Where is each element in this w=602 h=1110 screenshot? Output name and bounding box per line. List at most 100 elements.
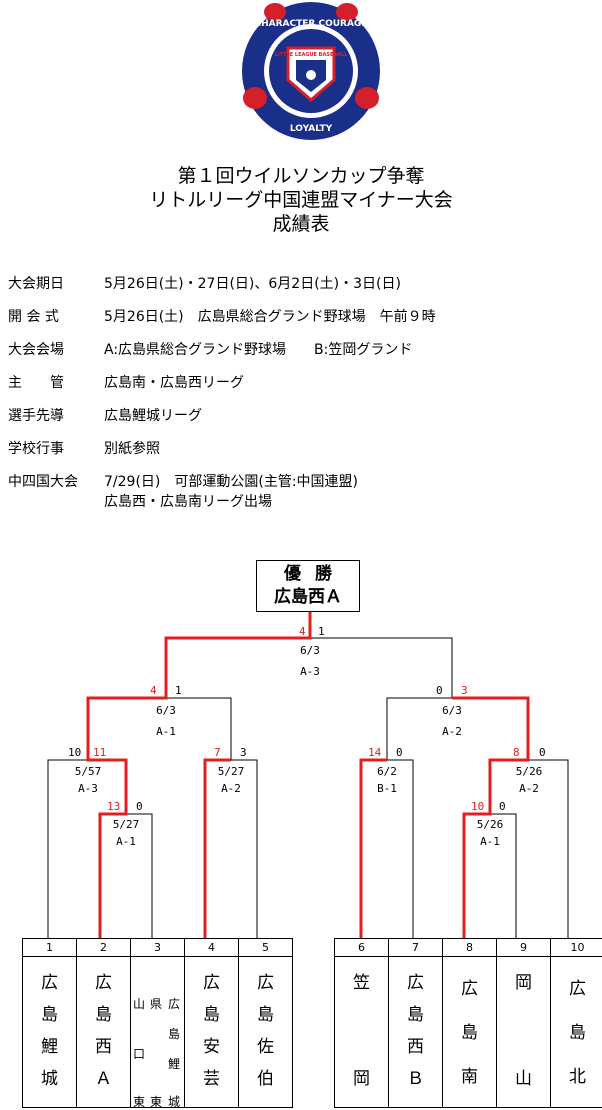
venue-q3: B-1 (377, 782, 397, 795)
title-line-3: 成績表 (272, 213, 330, 235)
team-name-char: 岡 (353, 1069, 370, 1089)
team-name-char: 島 (95, 1005, 112, 1025)
team-number: 7 (388, 938, 443, 957)
info-label: 大会期日 (8, 276, 64, 292)
winner-box: 優勝 広島西Ａ (256, 560, 360, 612)
team-name-char: 東 (150, 1095, 163, 1109)
score-q3-right: 0 (396, 746, 403, 759)
team-name-char: Ａ (95, 1069, 112, 1089)
team-table-right: 6 7 8 9 10 笠 岡 広 島 西 Ｂ 広 島 南 岡 山 (334, 938, 602, 1108)
score-semi2-right: 3 (461, 684, 468, 697)
score-q3-left: 14 (368, 746, 382, 759)
logo-top-text: CHARACTER COURAGE (255, 19, 368, 29)
info-value: 広島南・広島西リーグ (104, 375, 244, 391)
date-r1: 5/27 (113, 818, 140, 831)
score-q4-right: 0 (539, 746, 546, 759)
team-name-char: 笠 (353, 973, 370, 993)
team-table-left: 1 2 3 4 5 広 島 鯉 城 広 島 西 Ａ 山 県 広 口 島 鯉 東 … (22, 938, 293, 1109)
venue-q4: A-2 (519, 782, 539, 795)
team-number: 3 (130, 938, 185, 957)
team-name-char: 島 (41, 1005, 58, 1025)
team-cell: 山 県 広 口 島 鯉 東 東 城 (130, 956, 185, 1109)
title-line-1: 第１回ウイルソンカップ争奪 (177, 165, 425, 187)
score-q2-right: 3 (240, 746, 247, 759)
winner-label: 優勝 (284, 564, 346, 584)
score-final-left: 4 (299, 625, 306, 638)
team-number: 2 (76, 938, 131, 957)
team-name-char: 鯉 (41, 1037, 58, 1057)
info-value: 広島西・広島南リーグ出場 (104, 494, 272, 510)
score-r2-right: 0 (499, 800, 506, 813)
date-q1: 5/57 (75, 765, 102, 778)
team-number: 8 (442, 938, 497, 957)
team-name-char: 広 (407, 973, 424, 993)
team-name-char: 城 (41, 1069, 58, 1089)
info-value: 別紙参照 (104, 441, 160, 457)
score-r1-right: 0 (136, 800, 143, 813)
team-name-char: 島 (569, 1023, 586, 1043)
team-number: 1 (22, 938, 77, 957)
team-name-char: 島 (168, 1027, 181, 1041)
score-q2-left: 7 (214, 746, 221, 759)
venue-q2: A-2 (221, 782, 241, 795)
team-cell: 岡 山 (496, 956, 551, 1108)
team-name-char (497, 1031, 550, 1063)
team-name-char: 岡 (515, 973, 532, 993)
date-r2: 5/26 (477, 818, 504, 831)
logo-inner-text: LITTLE LEAGUE BASEBALL (275, 52, 349, 58)
info-row: 開 会 式 5月26日(土) 広島県総合グランド野球場 午前９時 (8, 307, 598, 327)
team-name-char: 伯 (257, 1069, 274, 1089)
team-name-char: 西 (95, 1037, 112, 1057)
info-row: 学校行事 別紙参照 (8, 439, 598, 459)
info-value: 広島鯉城リーグ (104, 408, 202, 424)
info-row: 広島西・広島南リーグ出場 (8, 492, 598, 512)
team-name-char: 島 (257, 1005, 274, 1025)
team-name-char: 広 (41, 973, 58, 993)
venue-final: A-3 (300, 665, 320, 678)
team-name-char (335, 1031, 388, 1063)
team-name-char: 佐 (257, 1037, 274, 1057)
team-cell: 広 島 鯉 城 (22, 956, 77, 1108)
team-name-char: 東 (133, 1095, 146, 1109)
team-name-char: Ｂ (407, 1069, 424, 1089)
team-name-char: 安 (203, 1037, 220, 1057)
score-semi2-left: 0 (436, 684, 443, 697)
team-name-char: 広 (168, 997, 181, 1011)
score-r1-left: 13 (107, 800, 120, 813)
info-label: 大会会場 (8, 342, 64, 358)
team-cell: 広 島 安 芸 (184, 956, 239, 1108)
team-name-char: 北 (569, 1067, 586, 1087)
info-row: 選手先導 広島鯉城リーグ (8, 406, 598, 426)
team-name-char: 芸 (203, 1069, 220, 1089)
team-name-char (335, 999, 388, 1031)
info-value: 5月26日(土) 広島県総合グランド野球場 午前９時 (104, 309, 436, 325)
logo-bottom-text: LOYALTY (290, 124, 333, 134)
info-row: 大会会場 A:広島県総合グランド野球場 B:笠岡グランド (8, 340, 598, 360)
info-value: 7/29(日) 可部運動公園(主管:中国連盟) (104, 474, 359, 490)
score-q4-left: 8 (513, 746, 520, 759)
score-q1-right: 11 (93, 746, 106, 759)
team-name-char: 広 (461, 979, 478, 999)
team-cell: 広 島 西 Ａ (76, 956, 131, 1108)
venue-r1: A-1 (116, 835, 136, 848)
date-q4: 5/26 (516, 765, 543, 778)
venue-r2: A-1 (480, 835, 500, 848)
score-r2-left: 10 (471, 800, 484, 813)
venue-q1: A-3 (78, 782, 98, 795)
team-name-char: 山 (515, 1069, 532, 1089)
date-semi2: 6/3 (442, 704, 462, 717)
team-cell: 広 島 佐 伯 (238, 956, 293, 1108)
info-value: 5月26日(土)・27日(日)、6月2日(土)・3日(日) (104, 276, 401, 292)
score-q1-left: 10 (68, 746, 81, 759)
team-name-char: 西 (407, 1037, 424, 1057)
title-line-2: リトルリーグ中国連盟マイナー大会 (149, 189, 453, 211)
venue-semi2: A-2 (442, 725, 462, 738)
team-name-char: 島 (407, 1005, 424, 1025)
info-label: 中四国大会 (8, 474, 78, 490)
score-semi1-left: 4 (150, 684, 157, 697)
date-final: 6/3 (300, 644, 320, 657)
venue-semi1: A-1 (156, 725, 176, 738)
team-name-char: 県 (150, 997, 163, 1011)
team-cell: 笠 岡 (334, 956, 389, 1108)
team-number: 6 (334, 938, 389, 957)
